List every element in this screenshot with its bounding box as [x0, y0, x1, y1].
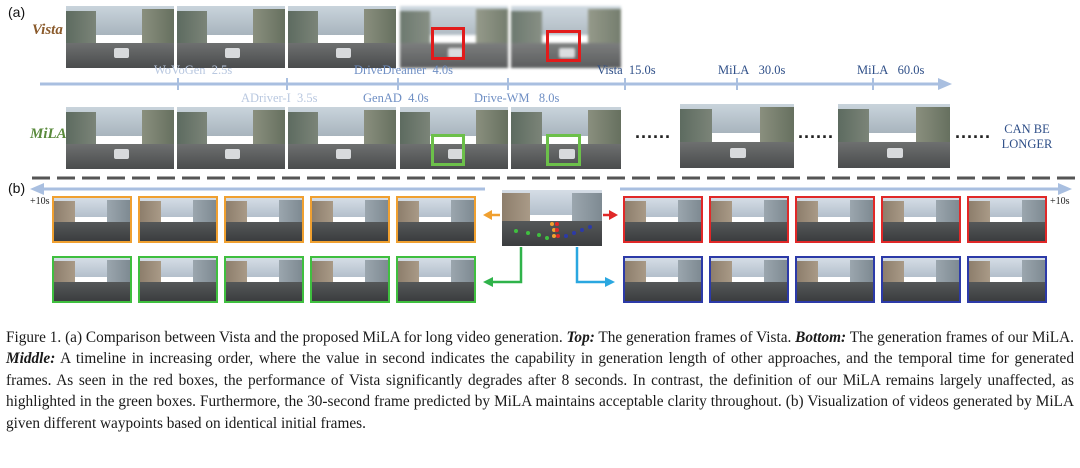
panel-a-label: (a)	[8, 4, 26, 20]
green-frame	[396, 256, 476, 303]
green-frame	[310, 256, 390, 303]
ellipsis: ......	[955, 122, 992, 142]
vista-frame	[66, 6, 174, 68]
mila-frame	[177, 107, 285, 169]
green-frame	[224, 256, 304, 303]
timeline-axis	[40, 78, 952, 90]
orange-frame	[310, 196, 390, 243]
blue-frame	[967, 256, 1047, 303]
panel-b-arrows	[30, 183, 1072, 287]
timeline-label-vista: Vista 15.0s	[597, 63, 656, 77]
mila-frame	[66, 107, 174, 169]
mila-frame-60s	[838, 104, 950, 168]
initial-frame-with-waypoints	[502, 190, 602, 246]
blue-frame	[795, 256, 875, 303]
timeline-label-adriver: ADriver-I 3.5s	[241, 91, 318, 105]
panel-b-label: (b)	[8, 180, 26, 196]
green-frame	[52, 256, 132, 303]
ellipsis: ......	[635, 122, 672, 142]
plus10-right-label: +10s	[1050, 196, 1070, 207]
orange-frame	[138, 196, 218, 243]
waypoint-markers	[514, 222, 592, 240]
timeline-label-mila-30: MiLA 30.0s	[718, 63, 786, 77]
plus10-left-label: +10s	[30, 196, 50, 207]
timeline-label-genad: GenAD 4.0s	[363, 91, 429, 105]
timeline-label-mila-60: MiLA 60.0s	[857, 63, 925, 77]
red-frame	[623, 196, 703, 243]
timeline-label-drivedreamer: DriveDreamer 4.0s	[354, 63, 453, 77]
mila-quality-box	[431, 134, 465, 166]
blue-frame	[623, 256, 703, 303]
red-frame	[709, 196, 789, 243]
vista-frame	[511, 6, 621, 68]
mila-frame-30s	[680, 104, 794, 168]
timeline-label-wovogen: WoVoGen 2.5s	[154, 63, 233, 77]
blue-frame	[709, 256, 789, 303]
vista-frame	[177, 6, 285, 68]
red-frame	[967, 196, 1047, 243]
figure-caption: Figure 1. (a) Comparison between Vista a…	[6, 329, 1074, 432]
mila-frame	[511, 107, 621, 169]
red-frame	[795, 196, 875, 243]
vista-degradation-box	[546, 30, 581, 62]
orange-frame	[396, 196, 476, 243]
vista-row-label: Vista	[32, 22, 63, 38]
orange-frame	[224, 196, 304, 243]
orange-frame	[52, 196, 132, 243]
ellipsis: ......	[798, 122, 835, 142]
mila-row-label: MiLA	[30, 126, 67, 142]
mila-frame	[288, 107, 396, 169]
vista-degradation-box	[431, 27, 465, 60]
red-frame	[881, 196, 961, 243]
vista-frame	[400, 6, 508, 68]
vista-frame	[288, 6, 396, 68]
blue-frame	[881, 256, 961, 303]
timeline-label-drivewm: Drive-WM 8.0s	[474, 91, 560, 105]
can-be-longer-note: CAN BE LONGER	[1001, 122, 1053, 151]
mila-quality-box	[546, 134, 581, 166]
green-frame	[138, 256, 218, 303]
